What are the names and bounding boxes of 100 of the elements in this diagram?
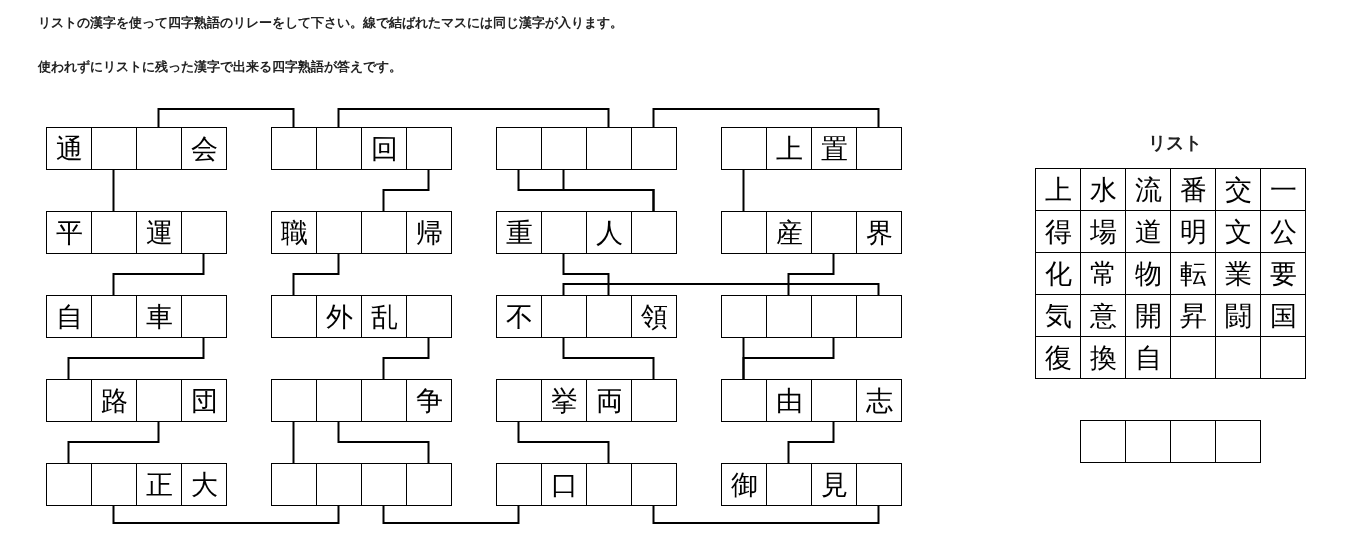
puzzle-square: 重 bbox=[496, 211, 542, 254]
puzzle-square bbox=[721, 295, 767, 338]
puzzle-square: 乱 bbox=[361, 295, 407, 338]
puzzle-square bbox=[856, 127, 902, 170]
connector-line bbox=[652, 108, 880, 128]
puzzle-square bbox=[91, 295, 137, 338]
puzzle-square bbox=[811, 379, 857, 422]
puzzle-square: 正 bbox=[136, 463, 182, 506]
puzzle-square bbox=[586, 463, 632, 506]
connector-line bbox=[157, 108, 295, 128]
puzzle-square bbox=[361, 379, 407, 422]
connector-line bbox=[742, 336, 835, 380]
puzzle-square bbox=[91, 211, 137, 254]
puzzle-square bbox=[586, 295, 632, 338]
puzzle-square bbox=[91, 463, 137, 506]
puzzle-square: 自 bbox=[46, 295, 92, 338]
puzzle-square bbox=[721, 379, 767, 422]
puzzle-square bbox=[271, 463, 317, 506]
connector-line bbox=[517, 420, 610, 464]
puzzle-square bbox=[316, 127, 362, 170]
answer-square bbox=[1170, 420, 1216, 463]
puzzle-square: 両 bbox=[586, 379, 632, 422]
puzzle-square bbox=[406, 127, 452, 170]
puzzle-square bbox=[271, 127, 317, 170]
puzzle-square bbox=[361, 463, 407, 506]
puzzle-square bbox=[406, 463, 452, 506]
connector-line bbox=[382, 336, 430, 380]
answer-square bbox=[1125, 420, 1171, 463]
puzzle-square bbox=[406, 295, 452, 338]
puzzle-square bbox=[136, 379, 182, 422]
puzzle-square: 会 bbox=[181, 127, 227, 170]
list-square: 上 bbox=[1035, 168, 1081, 211]
puzzle-square bbox=[316, 379, 362, 422]
puzzle-square: 志 bbox=[856, 379, 902, 422]
connector-line bbox=[787, 252, 835, 296]
puzzle-square bbox=[46, 379, 92, 422]
puzzle-square: 回 bbox=[361, 127, 407, 170]
puzzle-square bbox=[46, 463, 92, 506]
connector-line bbox=[67, 420, 160, 464]
connector-line bbox=[292, 252, 340, 296]
puzzle-square: 大 bbox=[181, 463, 227, 506]
connector-line bbox=[742, 168, 745, 212]
answer-square bbox=[1080, 420, 1126, 463]
puzzle-square bbox=[811, 211, 857, 254]
connector-line bbox=[382, 504, 520, 524]
puzzle-square: 領 bbox=[631, 295, 677, 338]
puzzle-square bbox=[766, 463, 812, 506]
connector-line bbox=[337, 420, 430, 464]
puzzle-square: 人 bbox=[586, 211, 632, 254]
puzzle-square bbox=[91, 127, 137, 170]
puzzle-square bbox=[316, 463, 362, 506]
instruction-text: リストの漢字を使って四字熟語のリレーをして下さい。線で結ばれたマスには同じ漢字が入ります。 bbox=[38, 14, 623, 32]
list-heading: リスト bbox=[1148, 131, 1202, 155]
puzzle-square: 見 bbox=[811, 463, 857, 506]
puzzle-square: 争 bbox=[406, 379, 452, 422]
puzzle-square: 平 bbox=[46, 211, 92, 254]
puzzle-square: 団 bbox=[181, 379, 227, 422]
connector-line bbox=[292, 420, 295, 464]
puzzle-square: 産 bbox=[766, 211, 812, 254]
list-square bbox=[1260, 336, 1306, 379]
puzzle-square bbox=[631, 379, 677, 422]
puzzle-square: 置 bbox=[811, 127, 857, 170]
puzzle-square: 上 bbox=[766, 127, 812, 170]
puzzle-square bbox=[361, 211, 407, 254]
connector-line bbox=[562, 336, 655, 380]
puzzle-square: 由 bbox=[766, 379, 812, 422]
puzzle-square bbox=[856, 463, 902, 506]
puzzle-square bbox=[541, 295, 587, 338]
connector-line bbox=[67, 336, 205, 380]
puzzle-square bbox=[586, 127, 632, 170]
puzzle-square: 運 bbox=[136, 211, 182, 254]
list-square: 一 bbox=[1260, 168, 1306, 211]
connector-line bbox=[112, 252, 205, 296]
connector-line bbox=[562, 168, 655, 212]
connector-line bbox=[787, 420, 835, 464]
puzzle-square bbox=[181, 211, 227, 254]
puzzle-square bbox=[541, 211, 587, 254]
connector-line bbox=[382, 168, 430, 212]
connector-line bbox=[652, 504, 880, 524]
list-square: 復 bbox=[1035, 336, 1081, 379]
puzzle-square: 路 bbox=[91, 379, 137, 422]
puzzle-square bbox=[631, 127, 677, 170]
puzzle-square: 外 bbox=[316, 295, 362, 338]
puzzle-square bbox=[631, 463, 677, 506]
puzzle-square bbox=[271, 379, 317, 422]
connector-line bbox=[562, 283, 880, 296]
puzzle-square: 口 bbox=[541, 463, 587, 506]
puzzle-square: 通 bbox=[46, 127, 92, 170]
instruction-text: 使われずにリストに残った漢字で出来る四字熟語が答えです。 bbox=[38, 58, 402, 76]
puzzle-square bbox=[721, 127, 767, 170]
puzzle-square bbox=[541, 127, 587, 170]
connector-line bbox=[112, 504, 340, 524]
puzzle-square bbox=[136, 127, 182, 170]
answer-square bbox=[1215, 420, 1261, 463]
puzzle-square: 不 bbox=[496, 295, 542, 338]
puzzle-square bbox=[496, 463, 542, 506]
puzzle-square: 挙 bbox=[541, 379, 587, 422]
connector-line bbox=[562, 252, 610, 296]
puzzle-square bbox=[856, 295, 902, 338]
connector-line bbox=[337, 108, 610, 128]
